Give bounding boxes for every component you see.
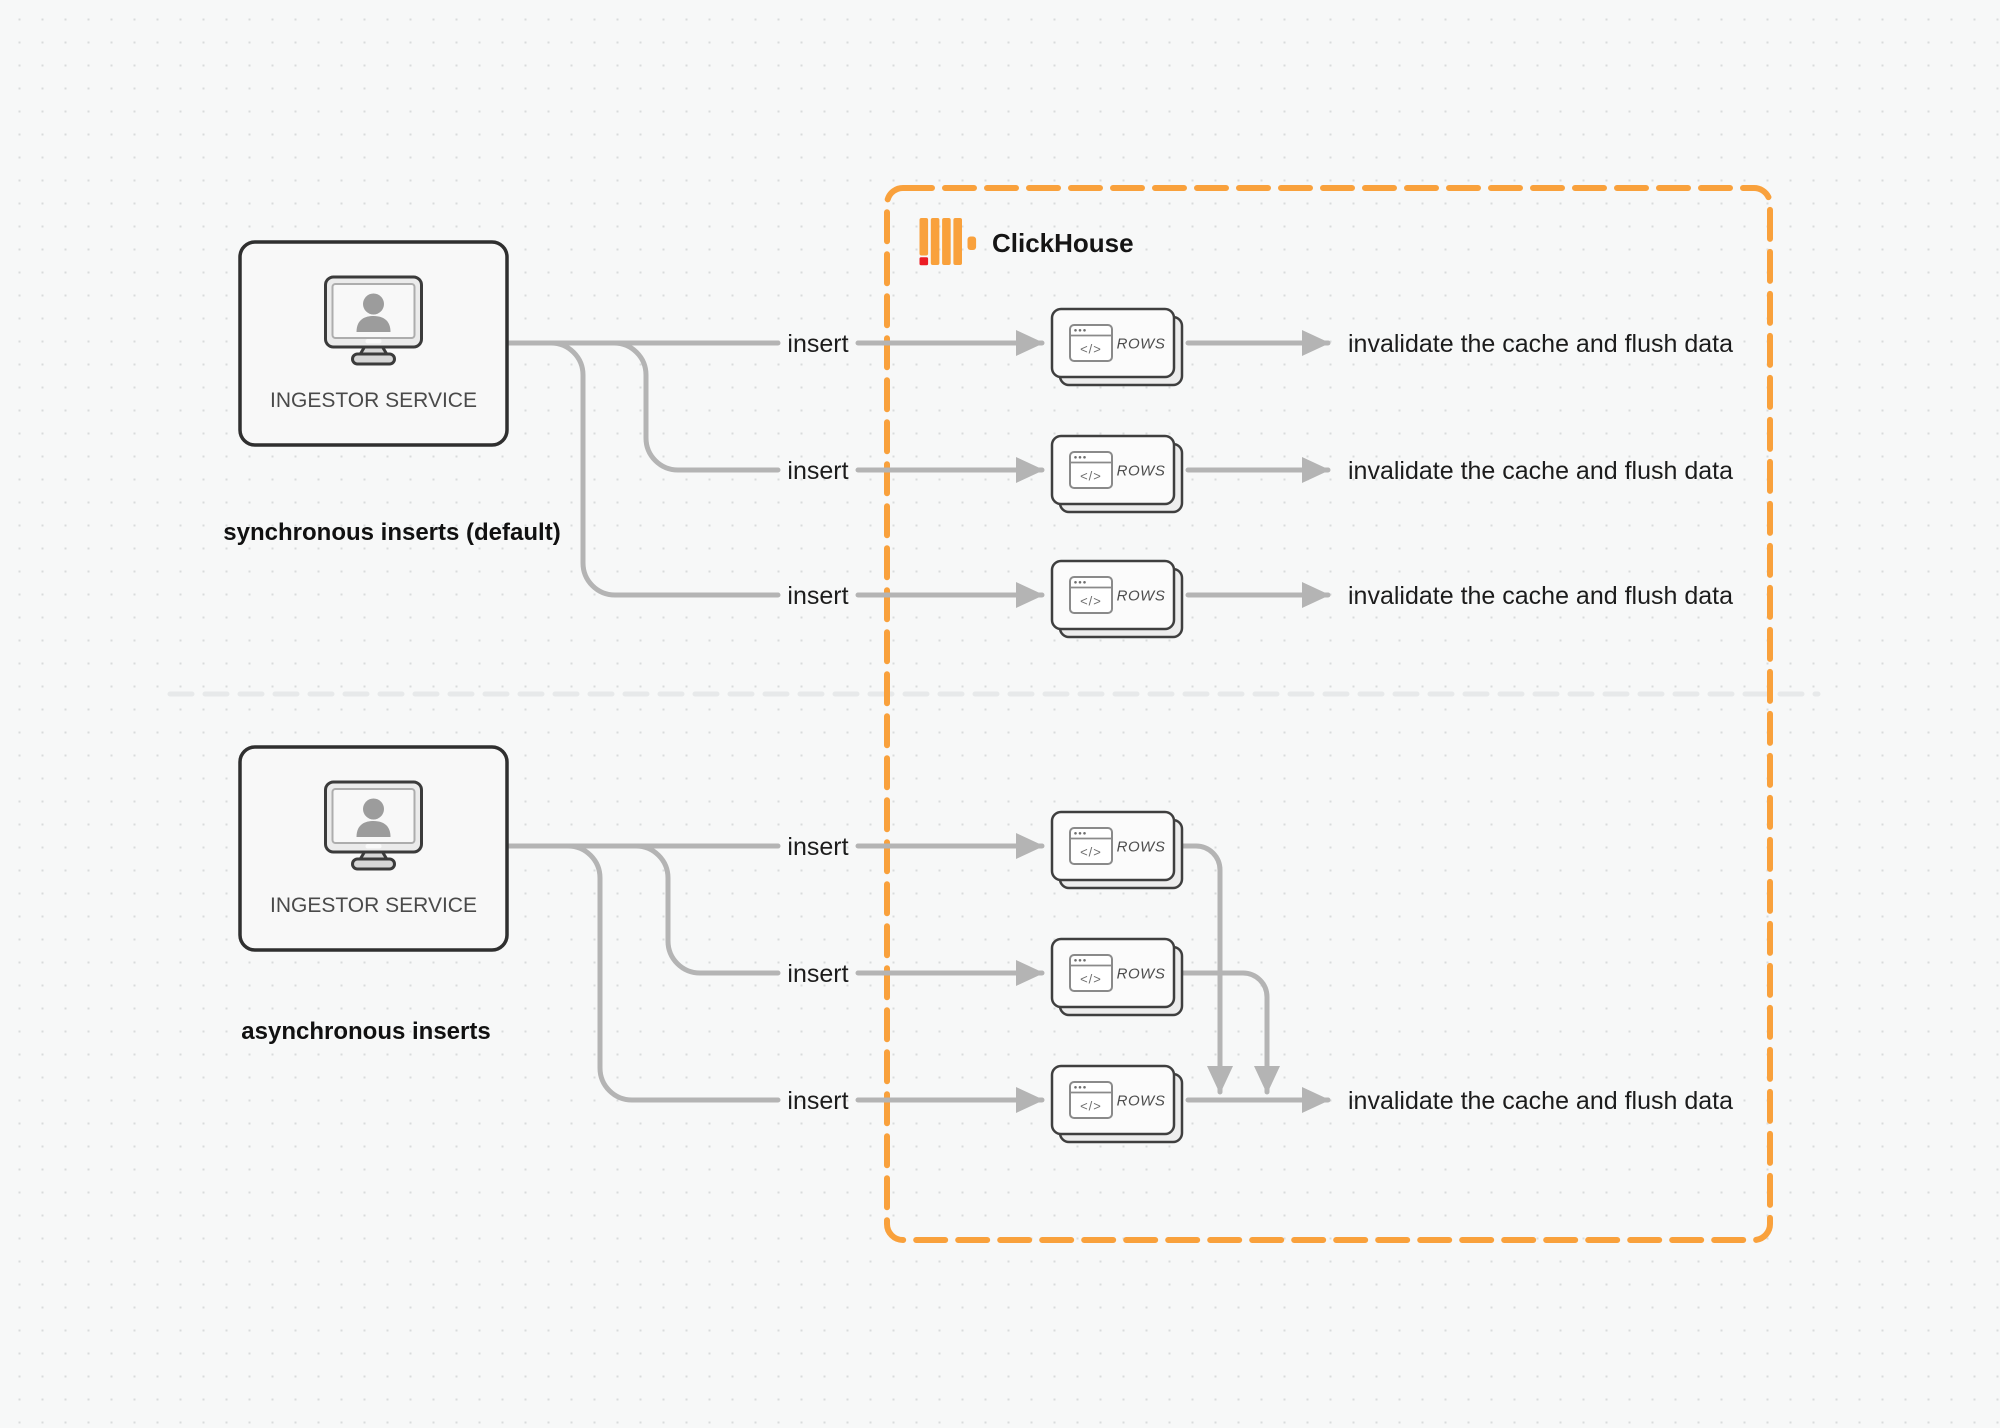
async-insert-label-3: insert <box>787 1087 848 1115</box>
async-branch-row3 <box>565 843 781 1103</box>
async-insert-label-2: insert <box>787 960 848 988</box>
sync-ingestor-box: INGESTOR SERVICE <box>238 240 509 447</box>
logo-bar-2 <box>930 218 940 265</box>
logo-bar-3 <box>942 218 951 265</box>
sync-ingestor-label: INGESTOR SERVICE <box>270 389 477 412</box>
sync-insert-label-2: insert <box>787 457 848 485</box>
async-ingestor-label: INGESTOR SERVICE <box>270 894 477 917</box>
sync-result-label-1: invalidate the cache and flush data <box>1348 330 1733 358</box>
async-flush-route-1 <box>1177 843 1233 1095</box>
async-ingestor-box: INGESTOR SERVICE <box>238 745 509 952</box>
logo-red-dot <box>919 257 929 266</box>
clickhouse-label: ClickHouse <box>992 228 1134 258</box>
sync-result-label-3: invalidate the cache and flush data <box>1348 582 1733 610</box>
sync-insert-label-3: insert <box>787 582 848 610</box>
async-caption: asynchronous inserts <box>241 1018 490 1045</box>
sync-result-label-2: invalidate the cache and flush data <box>1348 457 1733 485</box>
async-connectors <box>505 833 1331 1113</box>
async-result-label: invalidate the cache and flush data <box>1348 1087 1733 1115</box>
sync-branch-row2 <box>611 340 781 473</box>
async-insert-label-1: insert <box>787 833 848 861</box>
sync-insert-label-1: insert <box>787 330 848 358</box>
clickhouse-boundary <box>884 185 1773 1243</box>
logo-bar-4 <box>953 218 962 265</box>
sync-branch-row3 <box>548 340 781 598</box>
async-flush-route-2 <box>1177 970 1280 1095</box>
logo-small-bar <box>967 236 977 250</box>
sync-connectors <box>505 330 1331 608</box>
sync-caption: synchronous inserts (default) <box>223 519 560 546</box>
async-branch-row2 <box>633 843 781 976</box>
clickhouse-logo: ClickHouse <box>919 218 1134 266</box>
logo-bar-1 <box>919 218 929 256</box>
